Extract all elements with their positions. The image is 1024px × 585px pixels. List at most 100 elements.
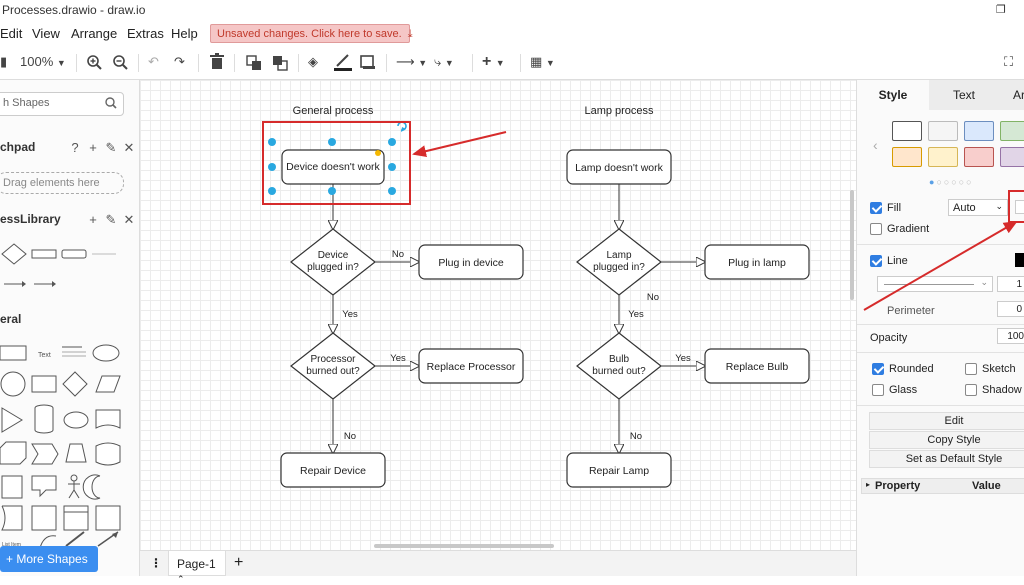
zoom-out-icon[interactable] [112,52,128,72]
scratchpad-header[interactable]: chpad ?+✎✕ [0,140,139,155]
zoom-select[interactable]: 100% ▼ [20,54,66,69]
unsaved-changes-button[interactable]: Unsaved changes. Click here to save. ⤓ [210,24,413,43]
zoom-in-icon[interactable] [86,52,102,72]
fill-checkbox[interactable] [870,202,882,214]
lamp-end-label: Repair Lamp [589,465,649,477]
sketch-checkbox[interactable] [965,363,977,375]
fill-mode-select[interactable]: Auto⌄ [948,199,1008,216]
lamp-plug-in-node[interactable] [704,244,810,280]
close-icon[interactable]: ✕ [123,212,135,227]
fill-color-swatch[interactable] [1015,200,1024,214]
rounded-checkbox[interactable] [872,363,884,375]
edge-label-no: No [344,431,356,442]
line-pattern-select[interactable]: ⌄ [877,276,993,292]
connection-style-icon[interactable]: ⟶ ▼ [396,54,428,69]
menu-help[interactable]: Help [171,26,198,41]
tab-style[interactable]: Style [857,80,929,110]
edit-icon[interactable]: ✎ [105,212,117,227]
style-swatch[interactable] [892,147,922,167]
edge-label-no: No [392,249,404,260]
search-shapes-input[interactable]: h Shapes [0,92,124,116]
shadow-checkbox[interactable] [965,384,977,396]
style-swatch[interactable] [892,121,922,141]
copy-style-button[interactable]: Copy Style [869,431,1024,449]
general-end-node[interactable] [280,452,386,488]
library-header[interactable]: essLibrary +✎✕ [0,212,139,227]
horizontal-scrollbar[interactable] [374,544,554,548]
insert-icon[interactable]: + ▼ [482,53,505,70]
general-decision-2-line1: Processor [310,354,356,365]
tab-page-1[interactable]: Page-1 ⌃ [168,551,226,584]
menu-extras[interactable]: Extras [127,26,164,41]
restore-window-icon[interactable]: ❐ [996,4,1006,16]
edit-icon[interactable]: ✎ [105,140,117,155]
help-icon[interactable]: ? [71,140,79,155]
shadow-label: Shadow [982,384,1022,396]
fill-color-icon[interactable]: ◈ [308,54,318,69]
zoom-value: 100% [20,54,54,69]
fullscreen-icon[interactable]: ⛶ [1004,54,1014,69]
value-header: Value [972,480,1001,492]
add-page-icon[interactable]: + [234,554,244,571]
menu-edit[interactable]: Edit [0,26,23,41]
scratchpad-drop-zone[interactable]: Drag elements here [0,172,124,194]
vertical-scrollbar[interactable] [850,190,854,300]
line-color-icon[interactable] [334,52,352,72]
glass-checkbox[interactable] [872,384,884,396]
tab-arrange[interactable]: Ar [999,80,1024,110]
more-shapes-button[interactable]: + More Shapes [0,546,98,572]
style-swatch[interactable] [964,147,994,167]
opacity-input[interactable]: 100 [997,328,1024,344]
perimeter-value: 0 [1016,304,1022,315]
swatch-pager[interactable]: ●○○○○○ [929,177,974,187]
menu-arrange[interactable]: Arrange [71,26,118,41]
toolbar-divider [76,54,77,72]
toolbar-divider [198,54,199,72]
to-back-icon[interactable] [272,52,288,72]
delete-icon[interactable] [210,52,224,72]
close-icon[interactable]: ✕ [123,140,135,155]
line-color-swatch[interactable] [1015,253,1024,267]
diagram-svg[interactable]: General process Device doesn't work Devi… [140,80,856,550]
style-swatch[interactable] [1000,147,1024,167]
table-icon[interactable]: ▦ ▼ [530,54,555,69]
expand-icon[interactable]: ▸ [866,480,871,489]
general-header[interactable]: eral [0,312,139,326]
lamp-replace-node[interactable] [704,348,810,384]
corner-handle[interactable] [375,150,381,156]
add-icon[interactable]: + [89,140,97,155]
lamp-decision-1-line1: Lamp [606,250,631,261]
lamp-end-node[interactable] [566,452,672,488]
rotate-handle-icon[interactable] [397,121,407,132]
tab-text[interactable]: Text [929,80,999,110]
shadow-icon[interactable] [360,52,376,72]
library-shapes[interactable] [0,240,130,300]
undo-icon[interactable]: ↶ [148,54,159,69]
style-swatch[interactable] [1000,121,1024,141]
selection-handles[interactable] [268,138,396,195]
rounded-label: Rounded [889,363,934,375]
fill-mode-value: Auto [953,202,976,214]
to-front-icon[interactable] [246,52,262,72]
style-swatch[interactable] [928,121,958,141]
redo-icon[interactable]: ↷ [174,54,185,69]
set-default-style-button[interactable]: Set as Default Style [869,450,1024,468]
style-swatch[interactable] [928,147,958,167]
pages-menu-icon[interactable]: ⋮ [150,556,162,570]
line-width-input[interactable]: 1 [997,276,1024,292]
diagram-canvas[interactable]: General process Device doesn't work Devi… [140,80,856,550]
perimeter-input[interactable]: 0 [997,301,1024,317]
menu-view[interactable]: View [32,26,60,41]
line-checkbox[interactable] [870,255,882,267]
panel-toggle-icon[interactable]: ▮ [0,54,8,69]
style-swatch[interactable] [964,121,994,141]
edit-style-button[interactable]: Edit [869,412,1024,430]
add-icon[interactable]: + [89,212,97,227]
general-shapes[interactable]: Text List Item [0,338,130,548]
general-plug-in-node[interactable] [418,244,524,280]
waypoints-icon[interactable]: ⤷ ▼ [434,54,454,69]
gradient-checkbox[interactable] [870,223,882,235]
general-replace-node[interactable] [418,348,524,384]
edge-label-yes: Yes [628,309,644,320]
chevron-left-icon[interactable]: ‹ [873,137,878,153]
